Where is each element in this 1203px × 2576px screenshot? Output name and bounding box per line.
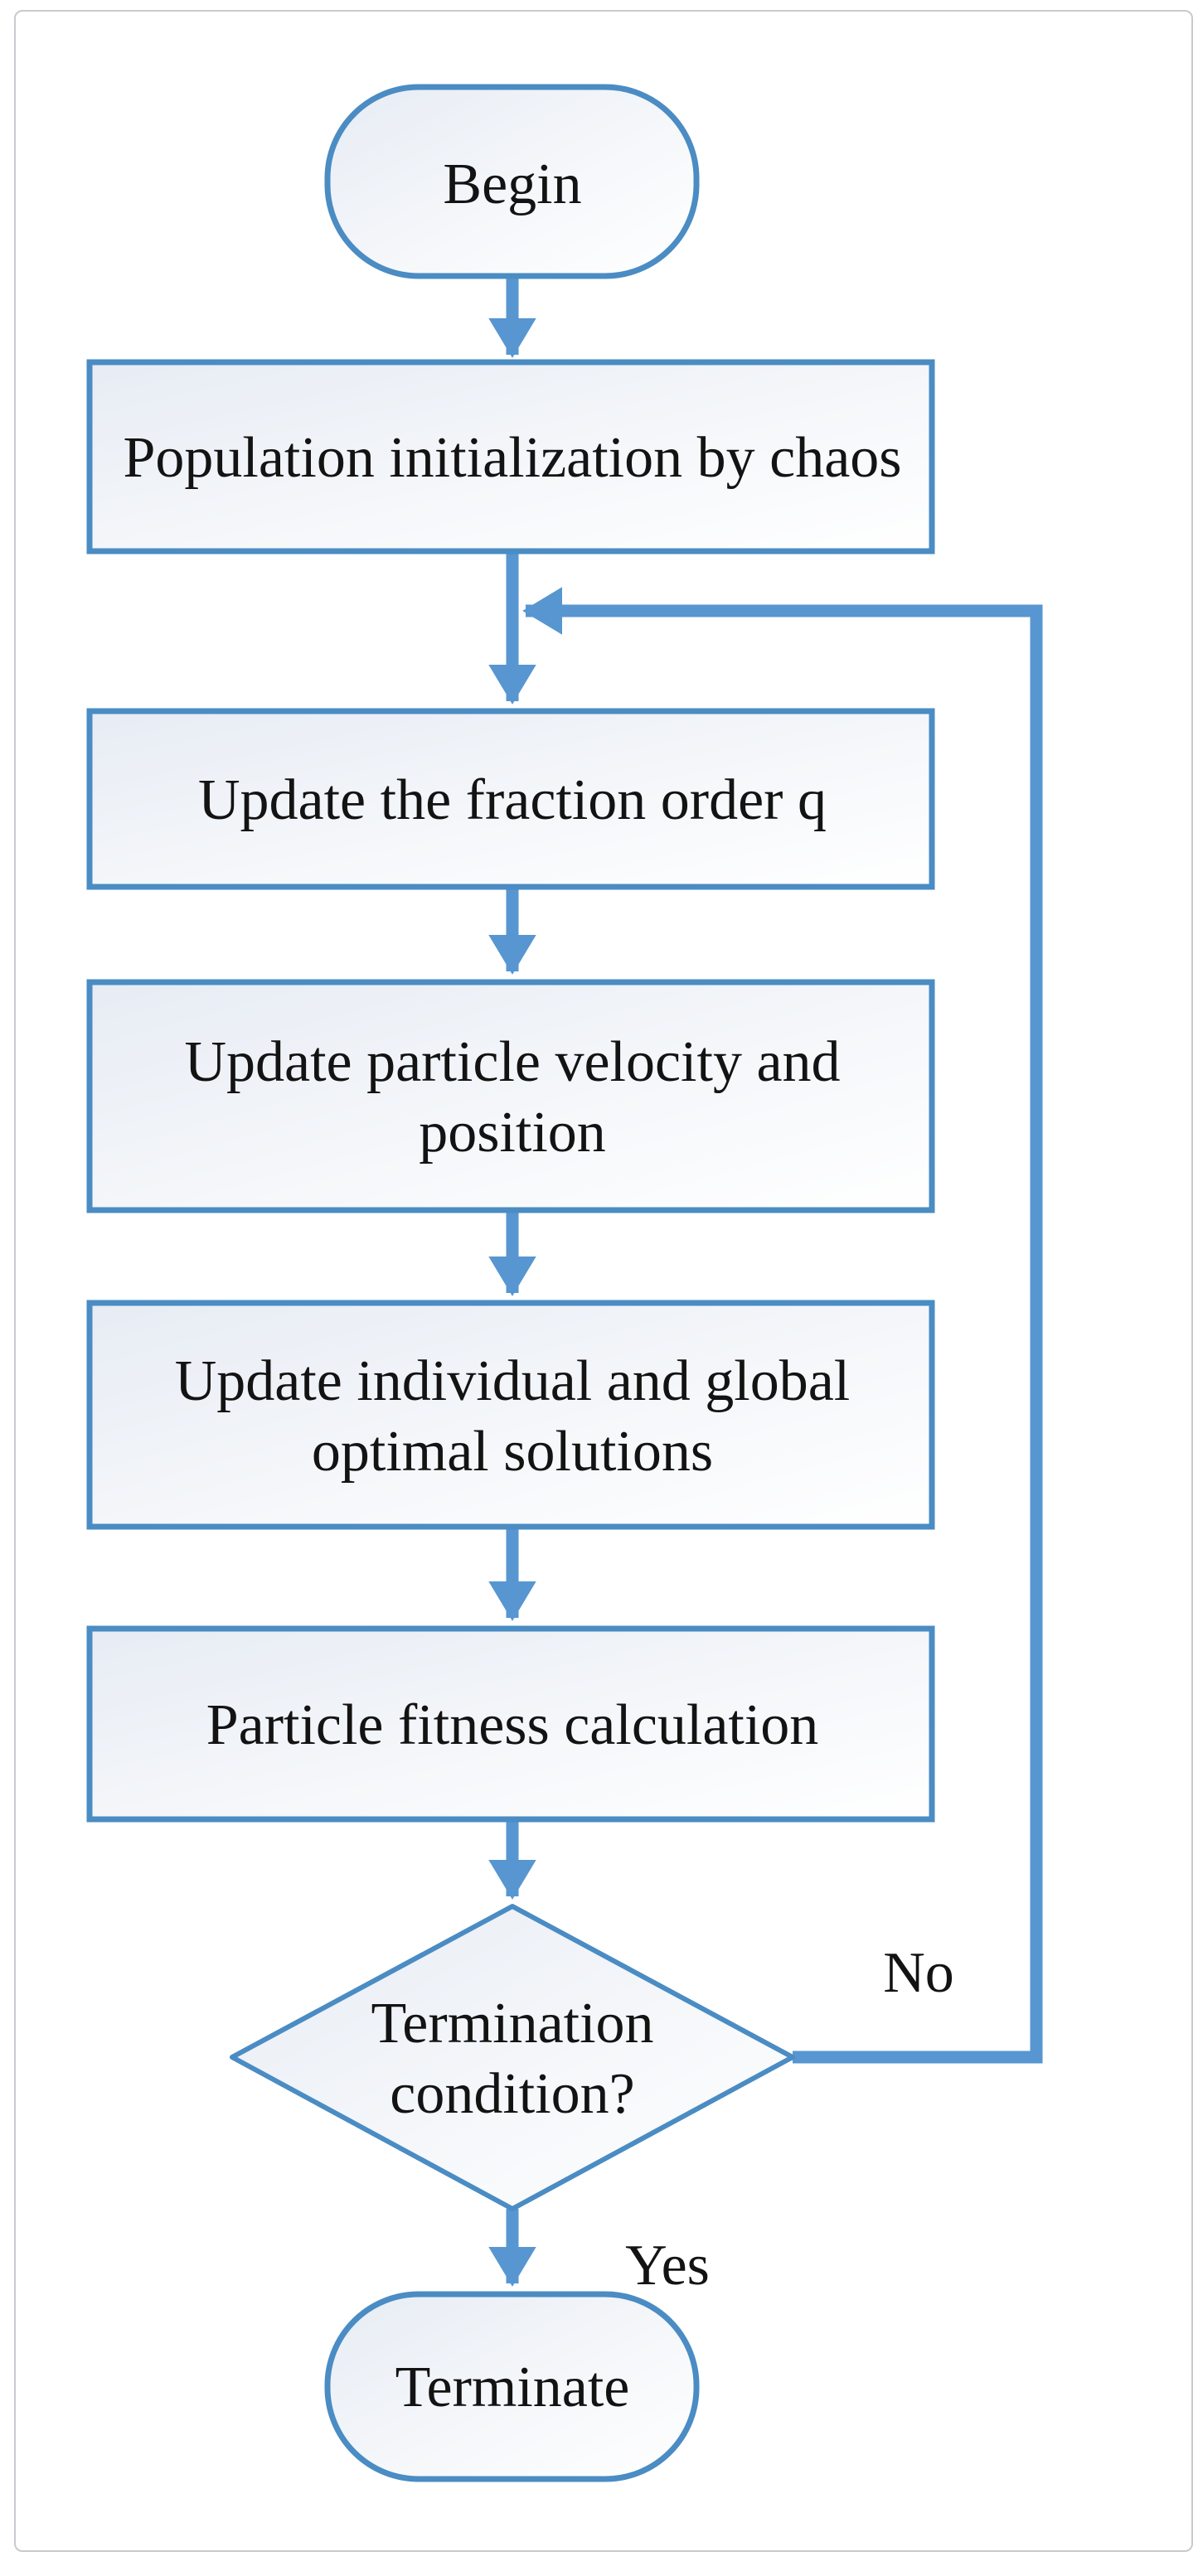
node-update-velocity-label-line2: position bbox=[419, 1101, 606, 1165]
node-update-optimal-label-line2: optimal solutions bbox=[312, 1420, 713, 1484]
label-no: No bbox=[883, 1941, 954, 2005]
decision-termination-label-line2: condition? bbox=[390, 2062, 634, 2126]
node-fitness-label: Particle fitness calculation bbox=[206, 1693, 819, 1757]
node-update-velocity bbox=[86, 979, 935, 1213]
node-update-fraction-order-label: Update the fraction order q bbox=[198, 768, 827, 832]
node-population-init-label: Population initialization by chaos bbox=[123, 426, 901, 490]
decision-termination bbox=[230, 1904, 795, 2211]
node-update-fraction-order bbox=[86, 708, 935, 890]
node-update-velocity-label-line1: Update particle velocity and bbox=[184, 1030, 840, 1094]
node-terminate-label: Terminate bbox=[395, 2356, 630, 2419]
loop-no-connector bbox=[522, 587, 1043, 2064]
node-population-init bbox=[86, 359, 935, 554]
label-yes: Yes bbox=[625, 2234, 710, 2298]
decision-termination-label-line1: Termination bbox=[371, 1992, 653, 2055]
node-fitness bbox=[86, 1625, 935, 1823]
node-begin bbox=[324, 84, 700, 279]
figure-border bbox=[14, 10, 1193, 2552]
node-terminate bbox=[324, 2291, 700, 2482]
node-begin-label: Begin bbox=[443, 153, 581, 216]
node-update-optimal-label-line1: Update individual and global bbox=[175, 1349, 851, 1413]
node-update-optimal bbox=[86, 1300, 935, 1530]
